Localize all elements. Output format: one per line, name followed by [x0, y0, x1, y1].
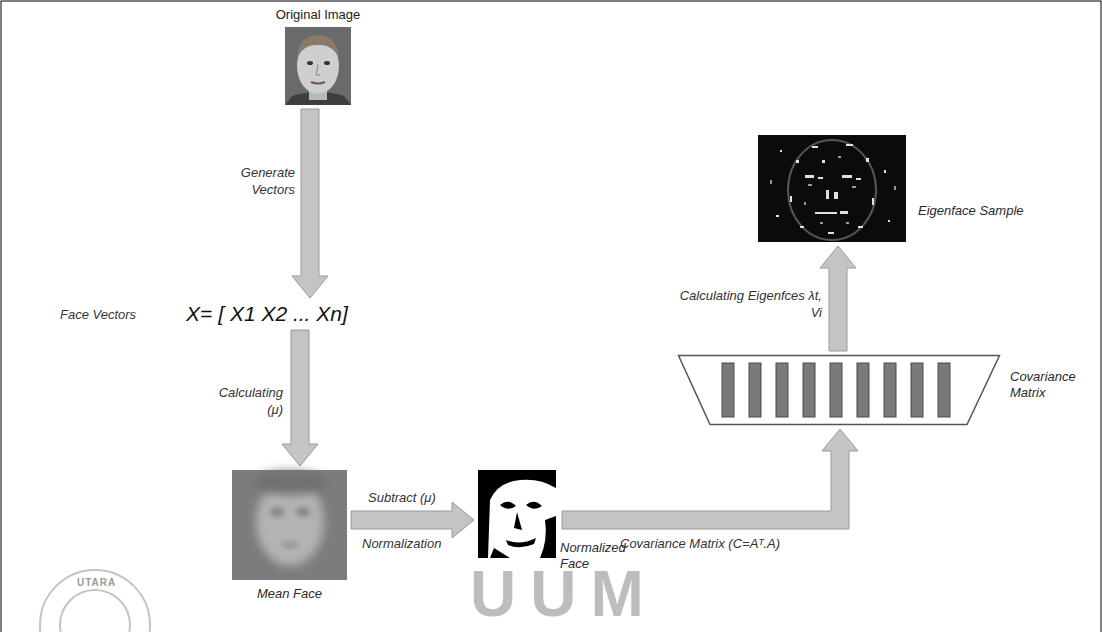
watermark: UUM [470, 562, 658, 626]
block-arrow [292, 109, 328, 298]
node-text: Eigenface Sample [918, 203, 1024, 219]
face-photo [285, 27, 351, 105]
edge-label: Subtract (μ) [368, 490, 436, 507]
edge-label: Calculating Eigenfces λt, Vi [677, 288, 822, 322]
block-arrow [562, 429, 858, 529]
image-frame: Mean Face [232, 470, 347, 580]
image-frame: Original Image [285, 27, 351, 105]
image-frame: Eigenface Sample [758, 135, 906, 242]
node-text: Face Vectors [60, 307, 136, 322]
matrix-trapezoid: Covariance Matrix [678, 355, 1000, 425]
edge-label: Covariance Matrix (C=Aᵀ.A) [620, 536, 780, 553]
node-text: Covariance Matrix [1010, 369, 1090, 402]
block-arrow [282, 330, 318, 466]
vector-group: Face Vectors X= [ X1 X2 ... Xn] [60, 302, 348, 326]
node-text: Mean Face [257, 586, 322, 602]
step-note: Normalization [362, 536, 441, 551]
trapezoid-outline [678, 355, 1000, 425]
normalized-face-image [478, 470, 556, 558]
edge-label: Generate Vectors [225, 165, 295, 199]
node-text: X= [ X1 X2 ... Xn] [186, 302, 348, 326]
watermark: UTARA [77, 577, 116, 588]
image-frame: Normalized Face [478, 470, 556, 558]
edge-label: Calculating (μ) [205, 385, 283, 419]
mean-face-image [232, 470, 347, 580]
eigenface-image [758, 135, 906, 242]
block-arrow [820, 246, 856, 351]
seal-watermark [40, 570, 150, 632]
matrix-columns [722, 363, 950, 417]
block-arrow [351, 502, 474, 538]
node-text: Original Image [276, 7, 361, 23]
